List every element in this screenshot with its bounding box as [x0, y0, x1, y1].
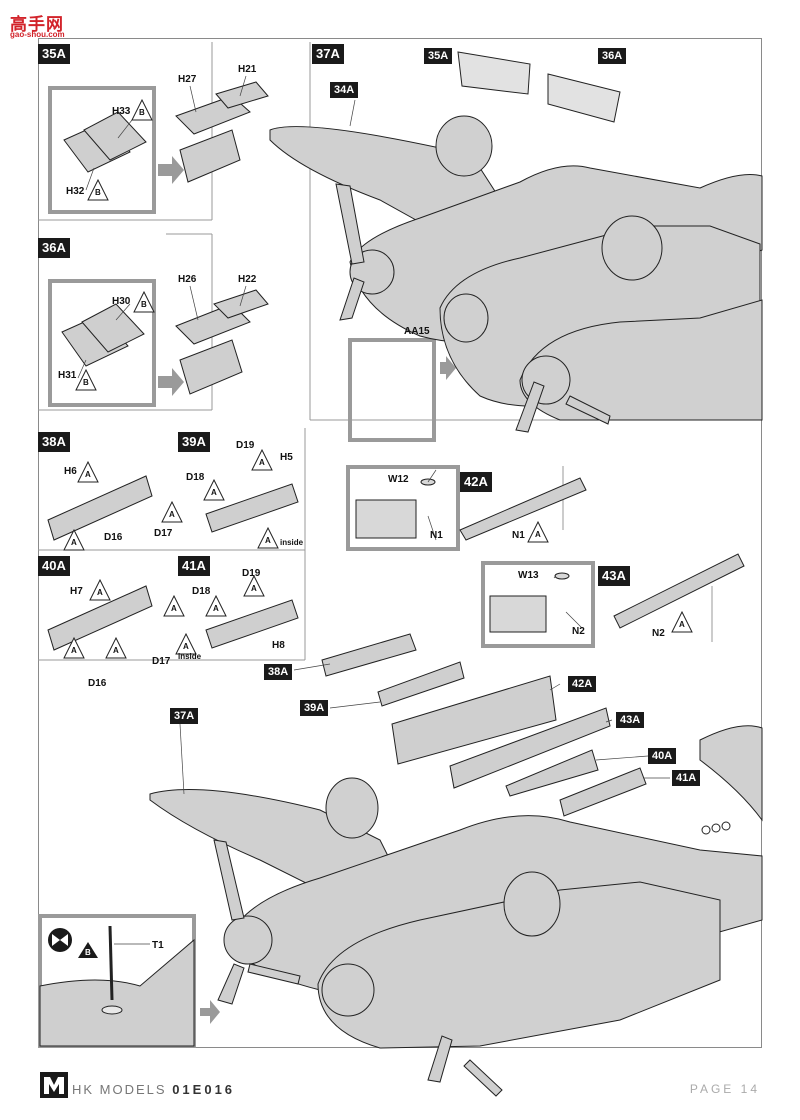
ref-39a: 39A: [300, 700, 329, 716]
black-triangle-icon: [78, 942, 98, 958]
footer-brand: HK MODELS 01E016: [72, 1082, 235, 1097]
part-h30: H30: [112, 296, 131, 307]
part-d18-b: D18: [192, 586, 211, 597]
step-39a: 39A: [178, 432, 210, 452]
part-h5: H5: [280, 452, 293, 463]
part-d16: D16: [104, 532, 123, 543]
tri-a-2: A: [71, 538, 77, 547]
ref-38a: 38A: [264, 664, 293, 680]
ref-41a: 41A: [672, 770, 701, 786]
tri-a-10: A: [171, 604, 177, 613]
part-h32: H32: [66, 186, 85, 197]
inside-note-b: inside: [178, 652, 202, 661]
tri-a-15: A: [679, 620, 685, 629]
part-aa15: AA15: [404, 326, 430, 337]
watermark-text: 高手网: [10, 15, 64, 34]
part-h6: H6: [64, 466, 77, 477]
tri-a-11: A: [251, 584, 257, 593]
part-d19-b: D19: [242, 568, 261, 579]
step-41a: 41A: [178, 556, 210, 576]
part-d19: D19: [236, 440, 255, 451]
tri-a-1: A: [85, 470, 91, 479]
step-43a: 43A: [598, 566, 630, 586]
kit-code: 01E016: [172, 1082, 236, 1097]
part-n2-b: N2: [652, 628, 665, 639]
part-d16-b: D16: [88, 678, 107, 689]
step-42a: 42A: [460, 472, 492, 492]
ref-34a: 34A: [330, 82, 359, 98]
part-h31: H31: [58, 370, 77, 381]
watermark: 高手网 gao-shou.com: [4, 4, 74, 39]
ref-42a: 42A: [568, 676, 597, 692]
step-35a: 35A: [38, 44, 70, 64]
brand-name: HK MODELS: [72, 1082, 167, 1097]
part-h7: H7: [70, 586, 83, 597]
step-40a: 40A: [38, 556, 70, 576]
part-n2: N2: [572, 626, 585, 637]
step-38a: 38A: [38, 432, 70, 452]
part-t1: T1: [152, 940, 164, 951]
tri-a-7: A: [97, 588, 103, 597]
part-d17-b: D17: [152, 656, 171, 667]
glue-icon: [48, 928, 72, 952]
ref-43a: 43A: [616, 712, 645, 728]
tri-a-3: A: [169, 510, 175, 519]
part-n1: N1: [430, 530, 443, 541]
part-n1-b: N1: [512, 530, 525, 541]
inside-note: inside: [280, 538, 304, 547]
tri-a-8: A: [71, 646, 77, 655]
tri-b-1: B: [139, 108, 145, 117]
tri-a-9: A: [113, 646, 119, 655]
tri-b-3: B: [141, 300, 147, 309]
part-h26: H26: [178, 274, 197, 285]
ref-37a-lower: 37A: [170, 708, 199, 724]
caution-triangles: [63, 98, 693, 659]
hk-models-logo: [40, 1072, 68, 1098]
step-37a: 37A: [312, 44, 344, 64]
ref-35a: 35A: [424, 48, 453, 64]
part-h22: H22: [238, 274, 257, 285]
tri-a-6: A: [265, 536, 271, 545]
part-w12: W12: [388, 474, 409, 485]
part-h21: H21: [238, 64, 257, 75]
page-number: PAGE 14: [689, 1082, 760, 1096]
ref-40a: 40A: [648, 748, 677, 764]
tri-b-4: B: [83, 378, 89, 387]
tri-b-glue: B: [85, 948, 91, 957]
tri-a-13: A: [183, 642, 189, 651]
part-d17: D17: [154, 528, 173, 539]
tri-a-14: A: [535, 530, 541, 539]
part-h27: H27: [178, 74, 197, 85]
part-d18: D18: [186, 472, 205, 483]
part-h8: H8: [272, 640, 285, 651]
step-36a: 36A: [38, 238, 70, 258]
part-w13: W13: [518, 570, 539, 581]
watermark-url: gao-shou.com: [10, 30, 65, 39]
tri-a-4: A: [259, 458, 265, 467]
ref-36a: 36A: [598, 48, 627, 64]
tri-a-12: A: [213, 604, 219, 613]
tri-a-5: A: [211, 488, 217, 497]
tri-b-2: B: [95, 188, 101, 197]
part-h33: H33: [112, 106, 131, 117]
